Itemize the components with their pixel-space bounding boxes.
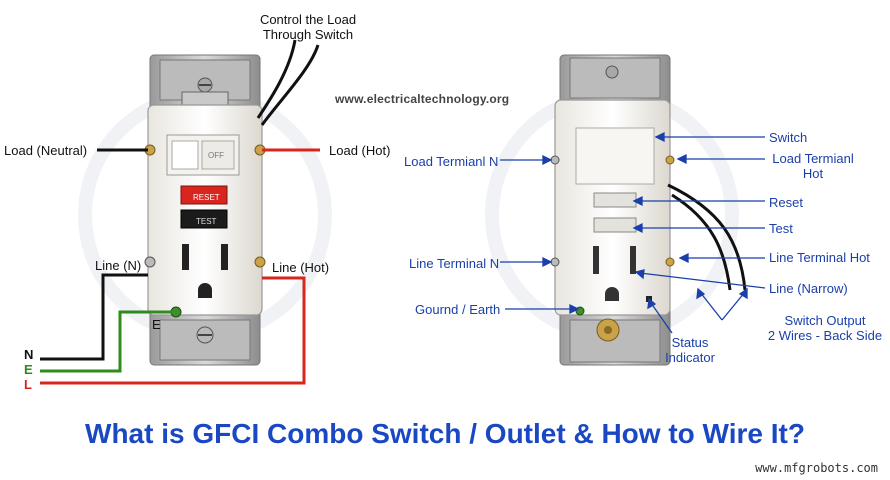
label-load-terminal-hot-line2: Hot xyxy=(802,166,824,181)
switch-lead-2 xyxy=(260,44,320,126)
label-status-indicator-line2: Indicator xyxy=(665,350,715,365)
label-switch-output-line2: 2 Wires - Back Side xyxy=(767,328,883,343)
label-ground-earth: Gournd / Earth xyxy=(415,302,501,317)
label-line-hot: Line (Hot) xyxy=(272,260,330,275)
right-annotation-arrows xyxy=(500,131,766,334)
label-control-load-line2: Through Switch xyxy=(262,27,354,42)
page-title: What is GFCI Combo Switch / Outlet & How… xyxy=(85,418,805,449)
label-status-indicator: Status Indicator xyxy=(655,335,725,365)
website-label: www.electricaltechnology.org xyxy=(335,92,510,106)
label-load-terminal-n: Load Termianl N xyxy=(404,154,499,169)
device-test-text: TEST xyxy=(196,217,217,226)
label-line-n: Line (N) xyxy=(95,258,142,273)
right-combo-device xyxy=(550,54,747,366)
label-load-terminal-hot-line1: Load Termianl xyxy=(772,151,854,166)
label-line-terminal-hot: Line Terminal Hot xyxy=(769,250,870,265)
letter-e: E xyxy=(24,362,33,377)
device-reset-text: RESET xyxy=(193,193,220,202)
label-load-hot: Load (Hot) xyxy=(329,143,391,158)
line-neutral-wire xyxy=(40,273,148,361)
left-wiring xyxy=(40,39,320,385)
device-switch-off-text: OFF xyxy=(208,151,224,160)
letter-l: L xyxy=(24,377,32,392)
line-hot-wire xyxy=(40,276,306,385)
label-load-terminal-hot: Load Termianl Hot xyxy=(763,151,863,181)
label-line-terminal-n: Line Terminal N xyxy=(409,256,500,271)
label-control-load: Control the Load Through Switch xyxy=(252,12,364,42)
credit-url: www.mfgrobots.com xyxy=(755,461,878,475)
left-combo-device xyxy=(144,54,266,366)
label-switch: Switch xyxy=(769,130,808,145)
label-load-neutral: Load (Neutral) xyxy=(4,143,88,158)
label-test: Test xyxy=(769,221,793,236)
label-switch-output-line1: Switch Output xyxy=(784,313,866,328)
label-line-narrow: Line (Narrow) xyxy=(769,281,848,296)
label-switch-output: Switch Output 2 Wires - Back Side xyxy=(762,313,888,343)
label-reset: Reset xyxy=(769,195,803,210)
label-status-indicator-line1: Status xyxy=(671,335,709,350)
letter-n: N xyxy=(24,347,34,362)
label-control-load-line1: Control the Load xyxy=(259,12,357,27)
switch-lead-1 xyxy=(256,39,297,119)
earth-wire xyxy=(40,310,172,373)
label-earth-marker: E xyxy=(152,317,161,332)
